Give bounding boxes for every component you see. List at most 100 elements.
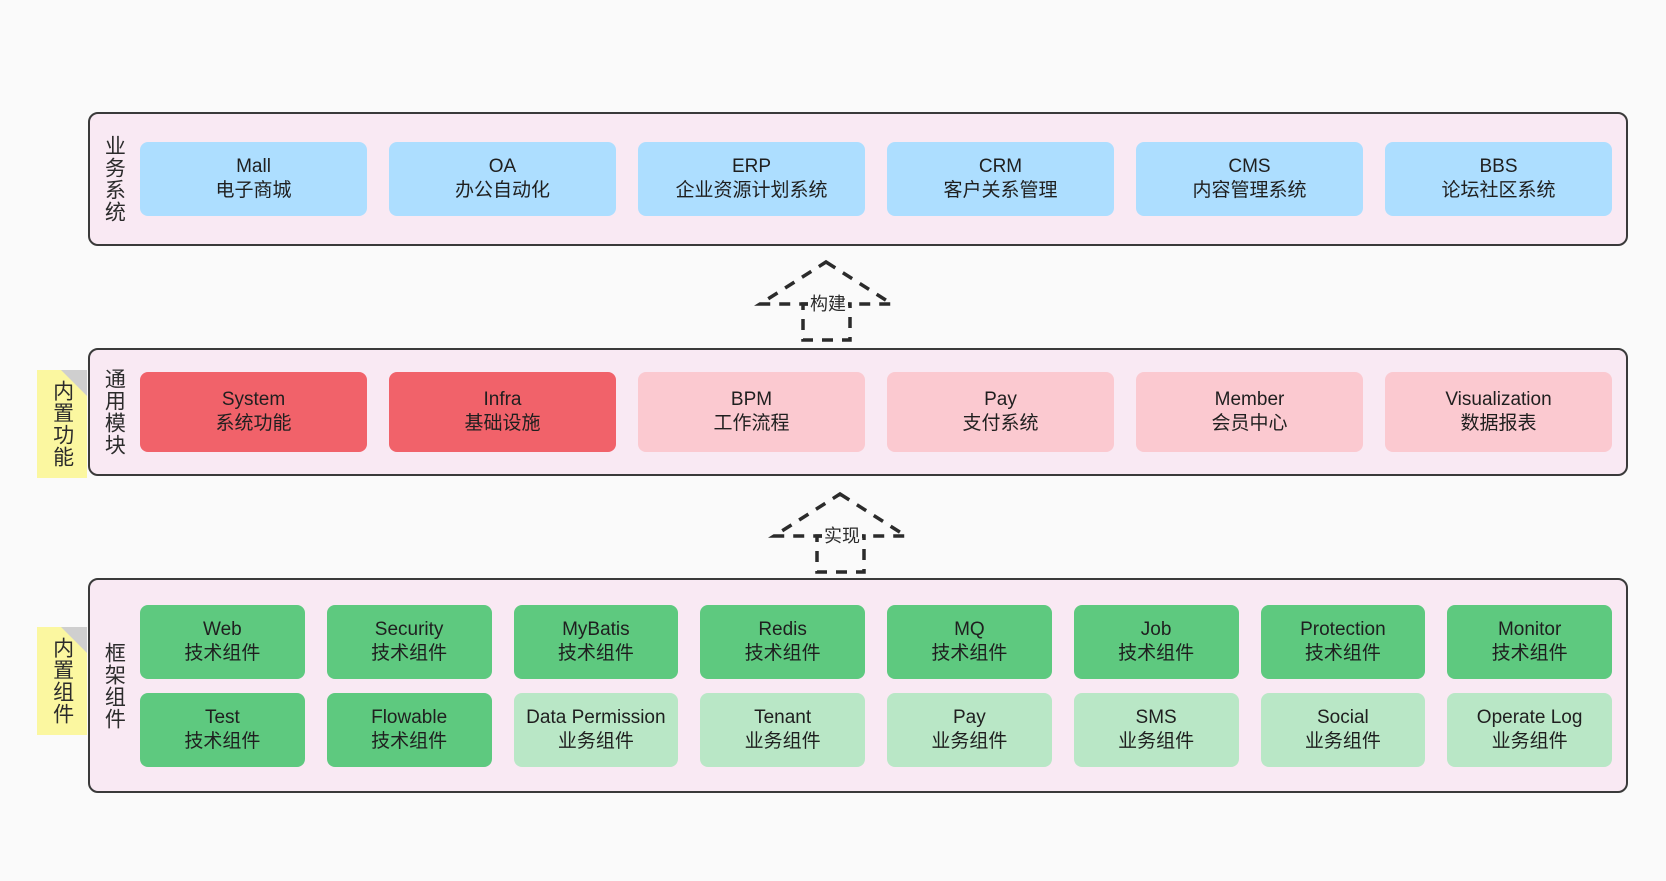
node-title: SMS bbox=[1135, 706, 1177, 728]
layer-framework-title: 框架组件 bbox=[102, 641, 126, 730]
node-title: ERP bbox=[731, 156, 772, 178]
node-subtitle: 业务组件 bbox=[1491, 730, 1568, 752]
node-subtitle: 技术组件 bbox=[371, 730, 448, 752]
node-subtitle: 论坛社区系统 bbox=[1441, 180, 1556, 201]
node-title: System bbox=[221, 389, 286, 411]
node-subtitle: 数据报表 bbox=[1460, 413, 1537, 434]
node-subtitle: 技术组件 bbox=[1304, 642, 1381, 664]
connector-implement-label: 实现 bbox=[822, 522, 862, 548]
node-subtitle: 技术组件 bbox=[557, 642, 634, 664]
node-title: BPM bbox=[730, 389, 773, 411]
node-subtitle: 业务组件 bbox=[931, 730, 1008, 752]
node-subtitle: 系统功能 bbox=[215, 413, 292, 434]
node-subtitle: 工作流程 bbox=[713, 413, 790, 434]
node-title: Infra bbox=[483, 389, 522, 411]
node-subtitle: 技术组件 bbox=[184, 730, 261, 752]
node-title: CRM bbox=[978, 156, 1023, 178]
node-title: Web bbox=[203, 618, 242, 640]
sticky-note-builtin-components-label: 内置组件 bbox=[50, 637, 74, 725]
node-title: Security bbox=[374, 618, 444, 640]
node-title: OA bbox=[488, 156, 517, 178]
node-title: Redis bbox=[758, 618, 807, 640]
node-subtitle: 技术组件 bbox=[184, 642, 261, 664]
node-title: MQ bbox=[954, 618, 985, 640]
connector-implement: 实现 bbox=[767, 490, 913, 574]
node-subtitle: 业务组件 bbox=[744, 730, 821, 752]
connector-build: 构建 bbox=[753, 258, 899, 342]
sticky-note-builtin-components: 内置组件 bbox=[37, 627, 87, 735]
sticky-note-builtin-features: 内置功能 bbox=[37, 370, 87, 478]
node-title: Pay bbox=[984, 389, 1017, 411]
node-title: Mall bbox=[236, 156, 271, 178]
layer-business-title: 业务系统 bbox=[102, 135, 126, 223]
node-subtitle: 内容管理系统 bbox=[1192, 180, 1307, 201]
node-subtitle: 技术组件 bbox=[1118, 642, 1195, 664]
node-title: Data Permission bbox=[526, 706, 666, 728]
node-title: CMS bbox=[1228, 156, 1271, 178]
node-subtitle: 办公自动化 bbox=[454, 180, 550, 201]
node-subtitle: 支付系统 bbox=[962, 413, 1039, 434]
connector-build-label: 构建 bbox=[808, 290, 848, 316]
node-subtitle: 业务组件 bbox=[1304, 730, 1381, 752]
node-title: Tenant bbox=[754, 706, 812, 728]
node-title: Operate Log bbox=[1476, 706, 1583, 728]
node-title: Pay bbox=[953, 706, 986, 728]
node-subtitle: 基础设施 bbox=[464, 413, 541, 434]
node-subtitle: 业务组件 bbox=[1118, 730, 1195, 752]
node-title: Social bbox=[1317, 706, 1369, 728]
node-subtitle: 技术组件 bbox=[931, 642, 1008, 664]
sticky-fold-corner-icon bbox=[61, 627, 87, 653]
node-subtitle: 电子商城 bbox=[215, 180, 292, 201]
node-title: Job bbox=[1140, 618, 1172, 640]
node-title: Monitor bbox=[1497, 618, 1562, 640]
sticky-note-builtin-features-label: 内置功能 bbox=[50, 380, 74, 468]
node-subtitle: 技术组件 bbox=[744, 642, 821, 664]
node-subtitle: 会员中心 bbox=[1211, 413, 1288, 434]
node-title: Member bbox=[1214, 389, 1285, 411]
node-subtitle: 技术组件 bbox=[371, 642, 448, 664]
node-subtitle: 企业资源计划系统 bbox=[675, 180, 828, 201]
node-title: Test bbox=[204, 706, 240, 728]
layer-modules-title: 通用模块 bbox=[102, 368, 126, 456]
node-title: Flowable bbox=[371, 706, 448, 728]
node-title: BBS bbox=[1479, 156, 1518, 178]
